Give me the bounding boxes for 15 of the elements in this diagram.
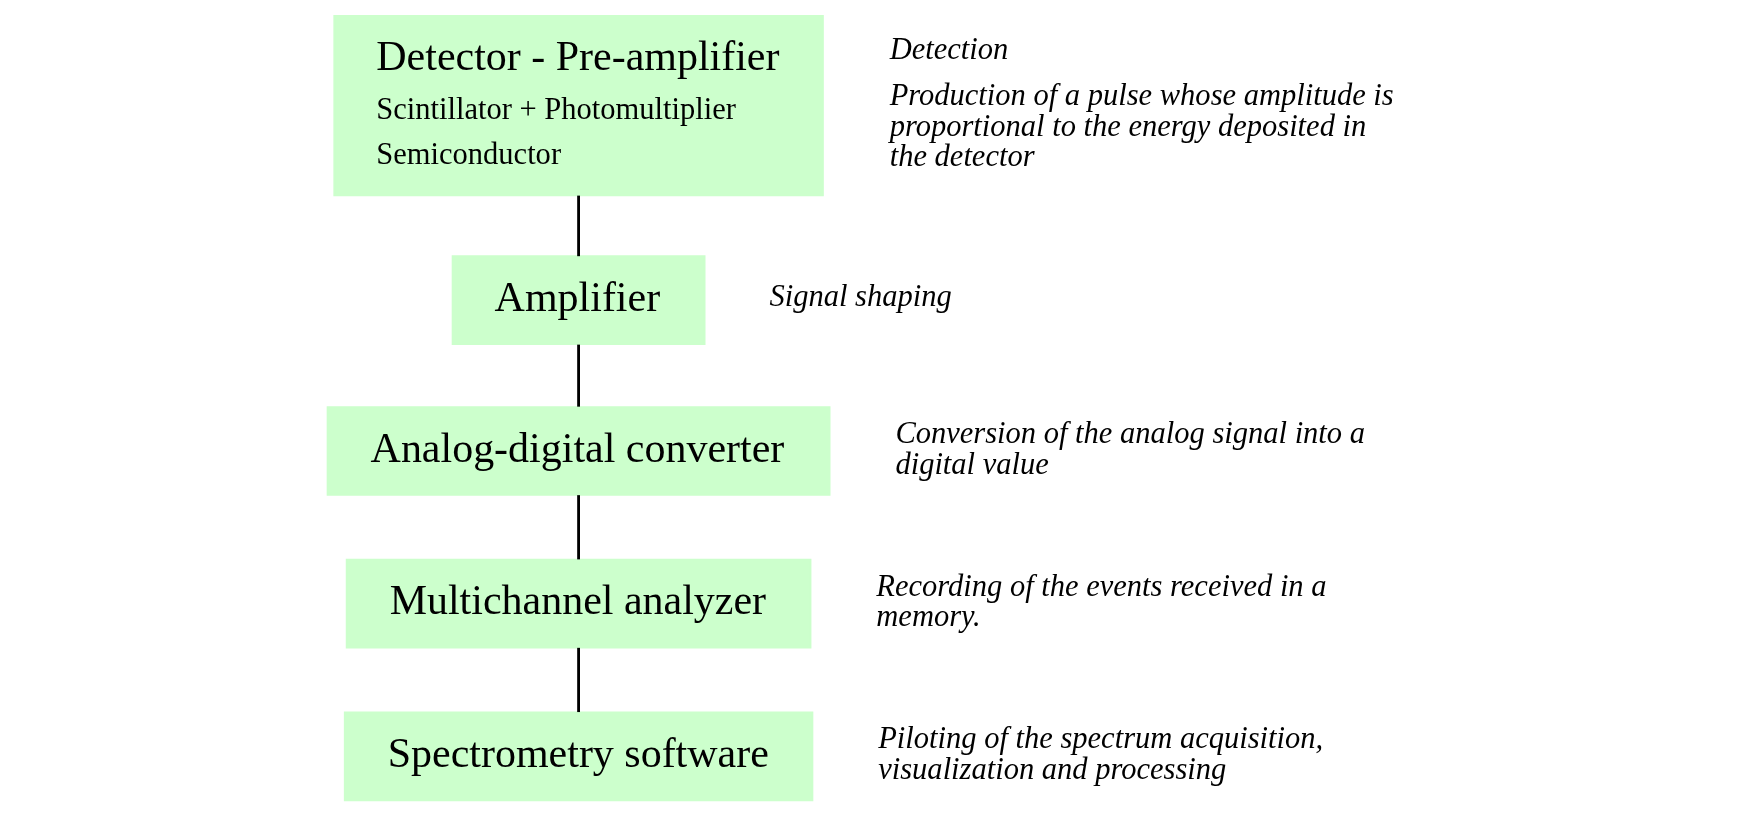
node-label: Recording of the events received in a memory. bbox=[875, 568, 1327, 634]
node-box: Analog-digital converter bbox=[326, 406, 830, 496]
node-box: Detector - Pre-amplifier Scintillator + Photomultiplier Semiconductor bbox=[332, 14, 824, 197]
node-label: Detection bbox=[889, 32, 1008, 67]
node-box: Amplifier bbox=[451, 255, 705, 346]
node-label: Signal shaping bbox=[768, 278, 952, 313]
connector bbox=[576, 495, 580, 560]
node-box: Spectrometry software bbox=[343, 711, 813, 802]
node-label: Production of a pulse whose amplitude is proportional to the energy deposited in the detector bbox=[889, 78, 1394, 174]
node-box: Multichannel analyzer bbox=[345, 558, 811, 649]
node-label: Conversion of the analog signal into a digital value bbox=[894, 415, 1365, 481]
connector bbox=[576, 195, 580, 257]
connector bbox=[576, 344, 580, 407]
connector bbox=[576, 647, 580, 713]
node-label: Piloting of the spectrum acquisition, visualization and processing bbox=[877, 721, 1323, 786]
